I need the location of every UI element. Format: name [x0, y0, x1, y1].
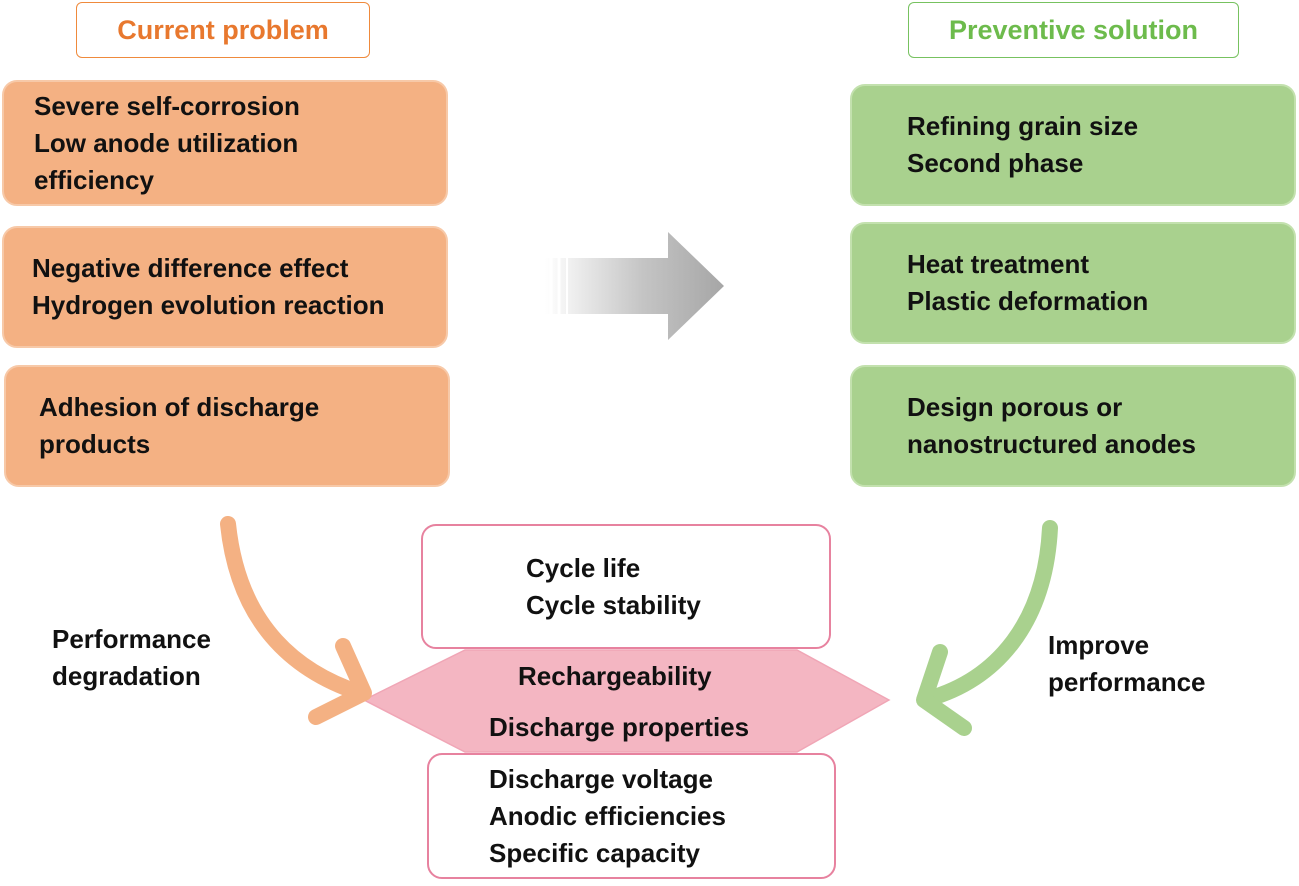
cycle-line: Cycle stability	[526, 589, 701, 620]
solution-box-grain: Refining grain size Second phase	[850, 84, 1296, 206]
solution-line: Design porous or	[907, 392, 1123, 422]
rechargeability-label: Rechargeability	[518, 661, 712, 691]
curved-arrow-down-left-icon	[916, 520, 1058, 736]
current-problem-header: Current problem	[76, 2, 370, 58]
discharge-box: Discharge voltage Anodic efficiencies Sp…	[427, 753, 836, 879]
problem-line: Negative difference effect	[32, 253, 349, 283]
problem-line: Adhesion of discharge	[39, 392, 320, 422]
solution-line: Refining grain size	[907, 111, 1139, 141]
solution-line: Heat treatment	[907, 249, 1090, 279]
problem-line: products	[39, 429, 151, 459]
discharge-line: Specific capacity	[489, 837, 700, 868]
solution-line: Second phase	[907, 148, 1084, 178]
right-arrow-icon	[545, 232, 724, 340]
solution-box-heat: Heat treatment Plastic deformation	[850, 222, 1296, 344]
cycle-line: Cycle life	[526, 552, 641, 583]
preventive-solution-header: Preventive solution	[908, 2, 1239, 58]
solution-line: Plastic deformation	[907, 286, 1149, 316]
performance-degradation-label: Performance degradation	[52, 624, 211, 691]
problem-box-adhesion: Adhesion of discharge products	[4, 365, 450, 487]
problem-box-corrosion: Severe self-corrosion Low anode utilizat…	[2, 80, 448, 206]
problem-line: efficiency	[34, 164, 154, 195]
discharge-line: Anodic efficiencies	[489, 800, 726, 831]
problem-box-negative-difference: Negative difference effect Hydrogen evol…	[2, 226, 448, 348]
problem-line: Low anode utilization	[34, 127, 299, 158]
improve-performance-label: Improve performance	[1048, 630, 1206, 697]
discharge-properties-label: Discharge properties	[489, 712, 750, 742]
solution-box-porous: Design porous or nanostructured anodes	[850, 365, 1296, 487]
center-hexagon	[362, 649, 891, 753]
cycle-box: Cycle life Cycle stability	[421, 524, 831, 649]
problem-line: Severe self-corrosion	[34, 90, 300, 121]
solution-line: nanostructured anodes	[907, 429, 1196, 459]
problem-line: Hydrogen evolution reaction	[32, 290, 385, 320]
discharge-line: Discharge voltage	[489, 763, 713, 794]
curved-arrow-down-right-icon	[220, 516, 372, 725]
